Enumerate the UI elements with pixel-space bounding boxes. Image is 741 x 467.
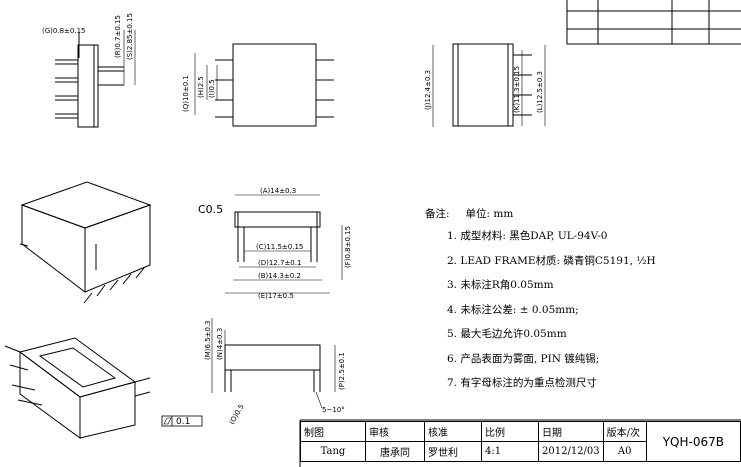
dim-p: (P)2.5±0.1 bbox=[338, 352, 346, 390]
note-item: 3. 未标注R角0.05mm bbox=[447, 279, 554, 291]
value-scale: 4:1 bbox=[481, 441, 539, 462]
note-item: 7. 有字母标注的为重点检测尺寸 bbox=[447, 377, 597, 389]
notes-unit: 单位: mm bbox=[465, 208, 514, 220]
dim-r: (R)0.7±0.15 bbox=[114, 15, 122, 58]
dim-e: (E)17±0.5 bbox=[258, 292, 294, 300]
right-view-drawing bbox=[432, 43, 546, 127]
dim-h: (H)2.5 bbox=[197, 76, 205, 98]
header-approved: 核准 bbox=[424, 421, 482, 442]
note-item: 2. LEAD FRAME材质: 磷青铜C5191, ½H bbox=[447, 254, 656, 267]
dim-g: (G)0.8±0.15 bbox=[42, 27, 85, 35]
revision-table bbox=[566, 0, 741, 45]
dim-f: (F)0.8±0.15 bbox=[344, 226, 352, 268]
value-approved: 罗世利 bbox=[424, 441, 482, 462]
dim-angle: 5~10° bbox=[322, 406, 345, 414]
value-checked: 唐承同 bbox=[365, 441, 425, 462]
header-checked: 审核 bbox=[365, 421, 425, 442]
part-number: YQH-067B bbox=[645, 421, 741, 462]
side-view-drawing bbox=[55, 30, 136, 128]
note-item: 6. 产品表面为雾面, PIN 镀纯锡; bbox=[447, 352, 600, 365]
dim-n: (N)4±0.3 bbox=[216, 328, 224, 360]
dim-d: (D)12.7±0.1 bbox=[258, 259, 301, 267]
iso-view-top bbox=[19, 181, 152, 304]
profile-view-drawing bbox=[161, 318, 336, 427]
dim-j: (J)12.4±0.3 bbox=[424, 70, 432, 110]
notes-block: 备注: 单位: mm 1. 成型材料: 黑色DAP, UL-94V-0 2. LE… bbox=[425, 204, 656, 396]
dim-k: (K)11.3±0.15 bbox=[513, 66, 521, 113]
header-drawn: 制图 bbox=[300, 421, 366, 442]
flatness-value: 0.1 bbox=[176, 417, 190, 427]
value-drawn: Tang bbox=[300, 441, 366, 462]
dim-s: (S)2.85±0.15 bbox=[126, 13, 134, 60]
iso-view-bottom bbox=[4, 337, 151, 439]
header-version: 版本/次 bbox=[602, 421, 647, 442]
dimension-labels: (G)0.8±0.15 (R)0.7±0.15 (S)2.85±0.15 (Q)… bbox=[42, 13, 544, 427]
dim-c: (C)11.5±0.15 bbox=[256, 243, 303, 251]
notes-header: 备注: 单位: mm bbox=[425, 204, 656, 224]
value-date: 2012/12/03 bbox=[538, 441, 604, 462]
title-block: 制图 审核 核准 比例 日期 版本/次 YQH-067B Tang 唐承同 罗世… bbox=[300, 421, 741, 462]
bottom-view-drawing bbox=[225, 194, 343, 294]
note-item: 4. 未标注公差: ± 0.05mm; bbox=[447, 303, 579, 316]
notes-title: 备注: bbox=[425, 208, 450, 220]
value-version: A0 bbox=[602, 441, 647, 462]
dim-b: (B)14.3±0.2 bbox=[258, 272, 301, 280]
dim-q: (Q)10±0.1 bbox=[182, 75, 190, 112]
front-view-drawing bbox=[194, 43, 334, 127]
header-scale: 比例 bbox=[481, 421, 539, 442]
chamfer-label: C0.5 bbox=[198, 203, 223, 216]
header-date: 日期 bbox=[538, 421, 604, 442]
dim-o: (O)0.5 bbox=[228, 403, 246, 426]
note-item: 1. 成型材料: 黑色DAP, UL-94V-0 bbox=[447, 230, 608, 242]
dim-l: (L)12.5±0.3 bbox=[536, 71, 544, 113]
dim-i: (I)0.5 bbox=[208, 79, 216, 98]
note-item: 5. 最大毛边允许0.05mm bbox=[447, 328, 567, 340]
dim-a: (A)14±0.3 bbox=[260, 187, 296, 195]
dim-m: (M)6.5±0.3 bbox=[204, 320, 212, 360]
